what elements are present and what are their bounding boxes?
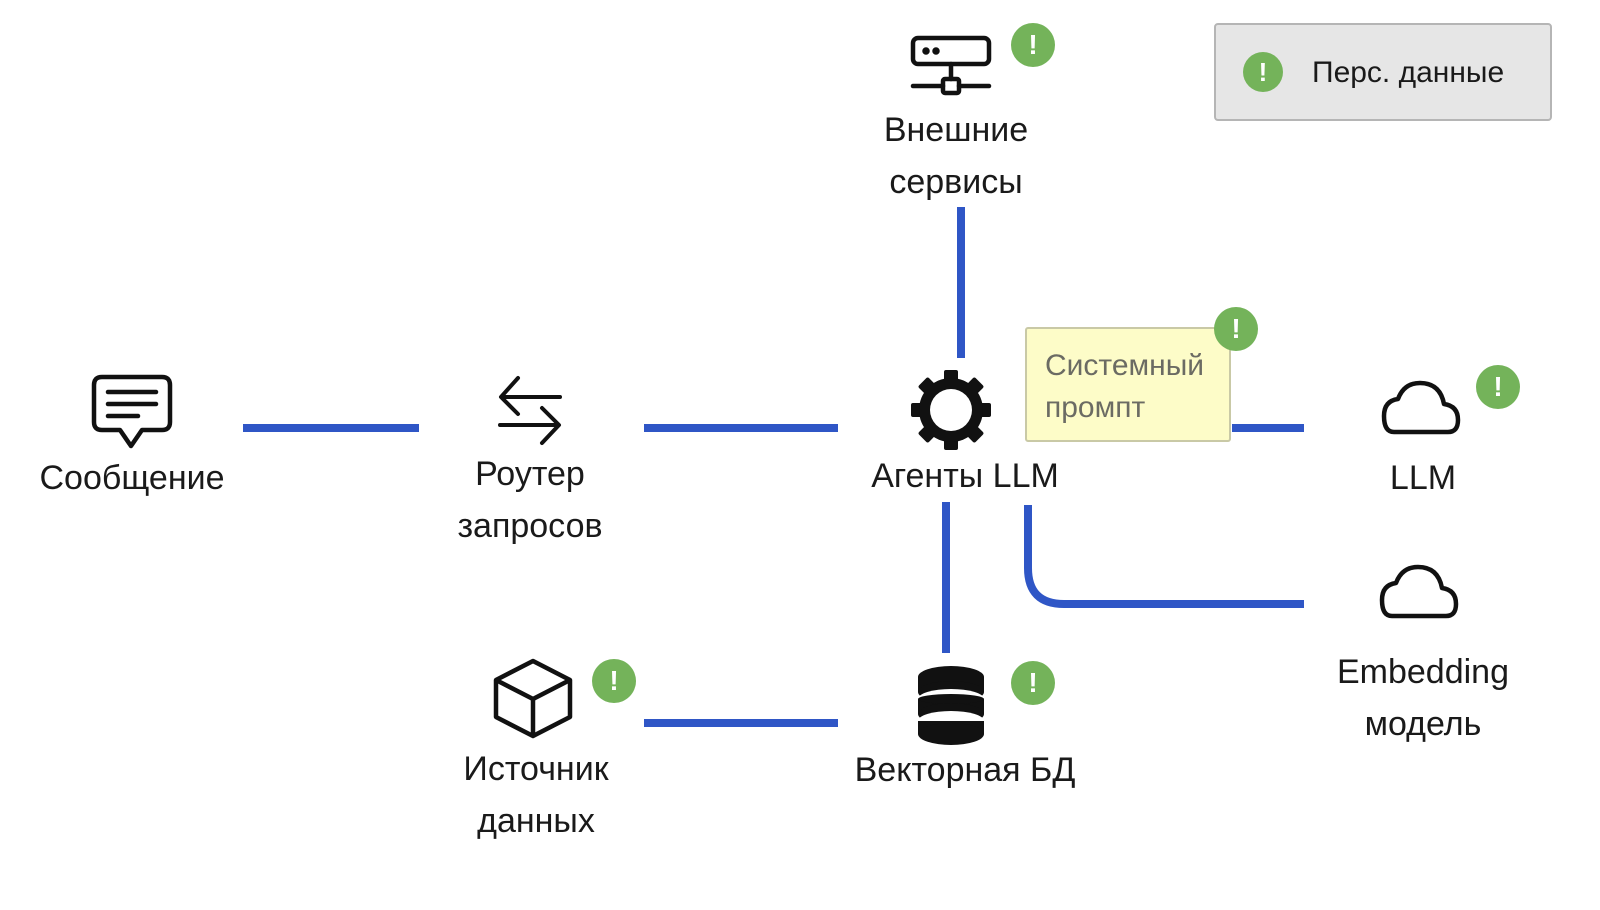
router-label-line-1: Роутер bbox=[475, 455, 585, 493]
cube-icon bbox=[493, 658, 573, 739]
agents-label-line-1: Агенты LLM bbox=[871, 457, 1059, 495]
cloud-icon bbox=[1381, 380, 1461, 435]
system-prompt-line-1: Системный bbox=[1045, 349, 1205, 382]
database-icon bbox=[918, 666, 984, 745]
personal-data-badge-vector-db: ! bbox=[1011, 661, 1055, 705]
swap-arrows-icon bbox=[498, 376, 562, 445]
cloud-icon bbox=[1379, 564, 1459, 619]
node-data-source-label: Источник данных bbox=[426, 743, 646, 847]
system-prompt-note: Системный промпт bbox=[1025, 327, 1231, 442]
node-message-label: Сообщение bbox=[22, 452, 242, 504]
connectors bbox=[243, 207, 1304, 727]
legend-label: Перс. данные bbox=[1312, 56, 1505, 89]
gear-icon bbox=[911, 370, 991, 450]
node-vector-db-label: Векторная БД bbox=[830, 744, 1100, 796]
personal-data-badge-llm: ! bbox=[1476, 365, 1520, 409]
edge-agents-embedding bbox=[1024, 505, 1304, 608]
vector-db-label-line-1: Векторная БД bbox=[854, 751, 1076, 789]
external-services-label-line-1: Внешние bbox=[883, 111, 1029, 149]
data-source-label-line-1: Источник bbox=[463, 750, 609, 788]
server-icon bbox=[910, 35, 992, 96]
node-embedding-model-label: Embedding модель bbox=[1313, 646, 1533, 750]
embedding-label-line-1: Embedding bbox=[1336, 653, 1509, 691]
external-services-label-line-2: сервисы bbox=[889, 163, 1023, 201]
legend: ! Перс. данные bbox=[1214, 23, 1552, 121]
node-agents-label: Агенты LLM bbox=[840, 450, 1090, 502]
personal-data-badge-system-prompt: ! bbox=[1214, 307, 1258, 351]
message-label-line-1: Сообщение bbox=[39, 459, 225, 497]
data-source-label-line-2: данных bbox=[477, 802, 595, 840]
chat-bubble-icon bbox=[91, 374, 173, 449]
personal-data-badge-external-services: ! bbox=[1011, 23, 1055, 67]
system-prompt-line-2: промпт bbox=[1045, 391, 1146, 424]
legend-badge-icon: ! bbox=[1243, 52, 1283, 92]
router-label-line-2: запросов bbox=[457, 507, 603, 545]
node-external-services-label: Внешние сервисы bbox=[846, 104, 1066, 208]
embedding-label-line-2: модель bbox=[1364, 705, 1482, 743]
node-llm-label: LLM bbox=[1323, 452, 1523, 504]
personal-data-badge-data-source: ! bbox=[592, 659, 636, 703]
node-router-label: Роутер запросов bbox=[420, 448, 640, 552]
llm-label-line-1: LLM bbox=[1389, 459, 1457, 497]
